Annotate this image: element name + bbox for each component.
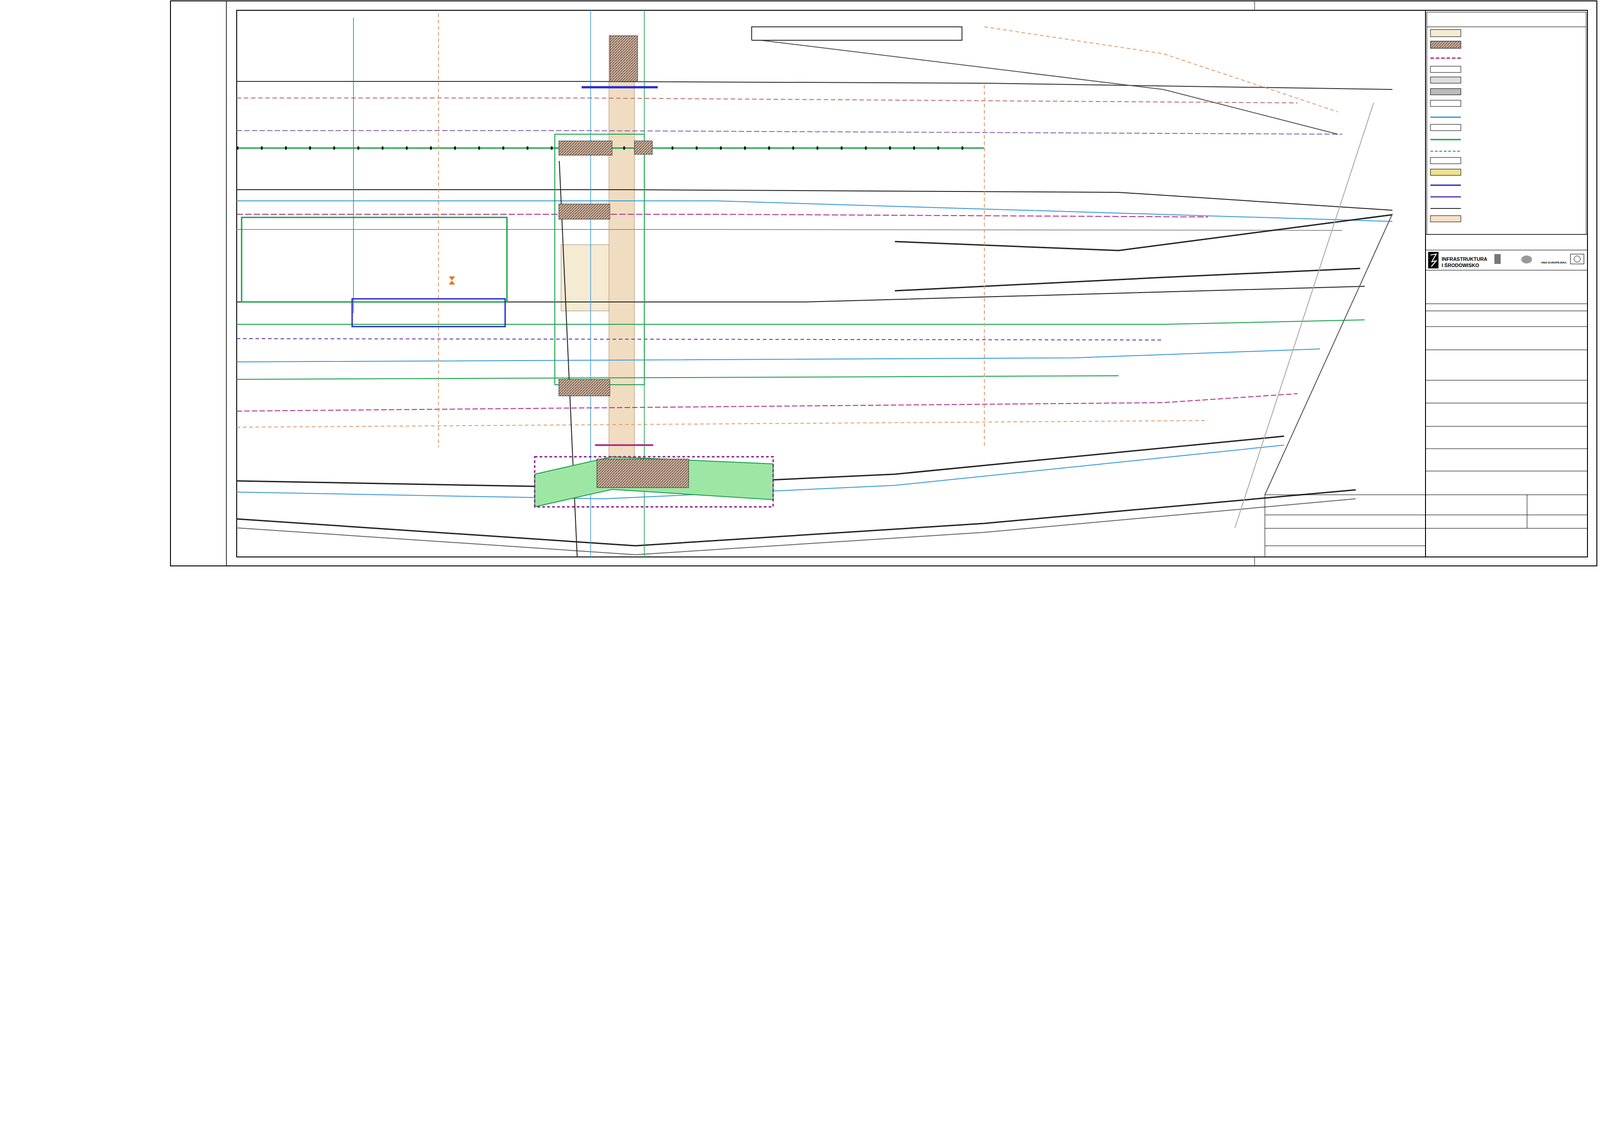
logo-text: I ŚRODOWISKO (1441, 262, 1480, 269)
label-holder: INFRASTRUKTURA (1441, 254, 1488, 263)
logo-text: INFRASTRUKTURA (1441, 256, 1488, 262)
label-holder: UNIA EUROPEJSKA (1540, 257, 1567, 266)
label-holder: I ŚRODOWISKO (1441, 260, 1480, 269)
logo-text: UNIA EUROPEJSKA (1540, 261, 1567, 264)
